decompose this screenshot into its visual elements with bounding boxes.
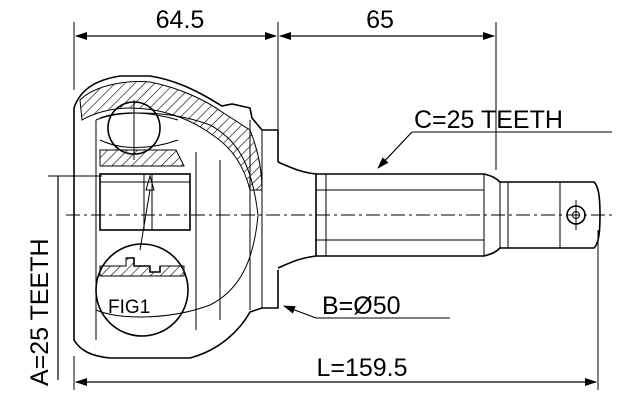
seat-diameter-label: B=Ø50 — [322, 292, 401, 320]
seat-diameter-callout: B=Ø50 — [283, 292, 450, 320]
outer-housing — [73, 75, 317, 359]
stub-shaft — [316, 173, 601, 257]
spline-c-callout: C=25 TEETH — [377, 106, 612, 169]
dim-64-5-label: 64.5 — [156, 6, 205, 34]
dim-65-label: 65 — [366, 6, 394, 34]
ball-and-race — [99, 100, 191, 251]
spline-a-label: A=25 TEETH — [26, 238, 54, 386]
spline-a-dimension: A=25 TEETH — [26, 175, 102, 386]
top-dimensions: 64.5 65 — [73, 6, 497, 170]
fig1-detail: FIG1 — [95, 243, 189, 337]
spline-c-label: C=25 TEETH — [414, 106, 563, 134]
fig1-label: FIG1 — [108, 297, 150, 318]
overall-length-label: L=159.5 — [316, 354, 407, 382]
overall-length-dimension: L=159.5 — [73, 230, 599, 390]
